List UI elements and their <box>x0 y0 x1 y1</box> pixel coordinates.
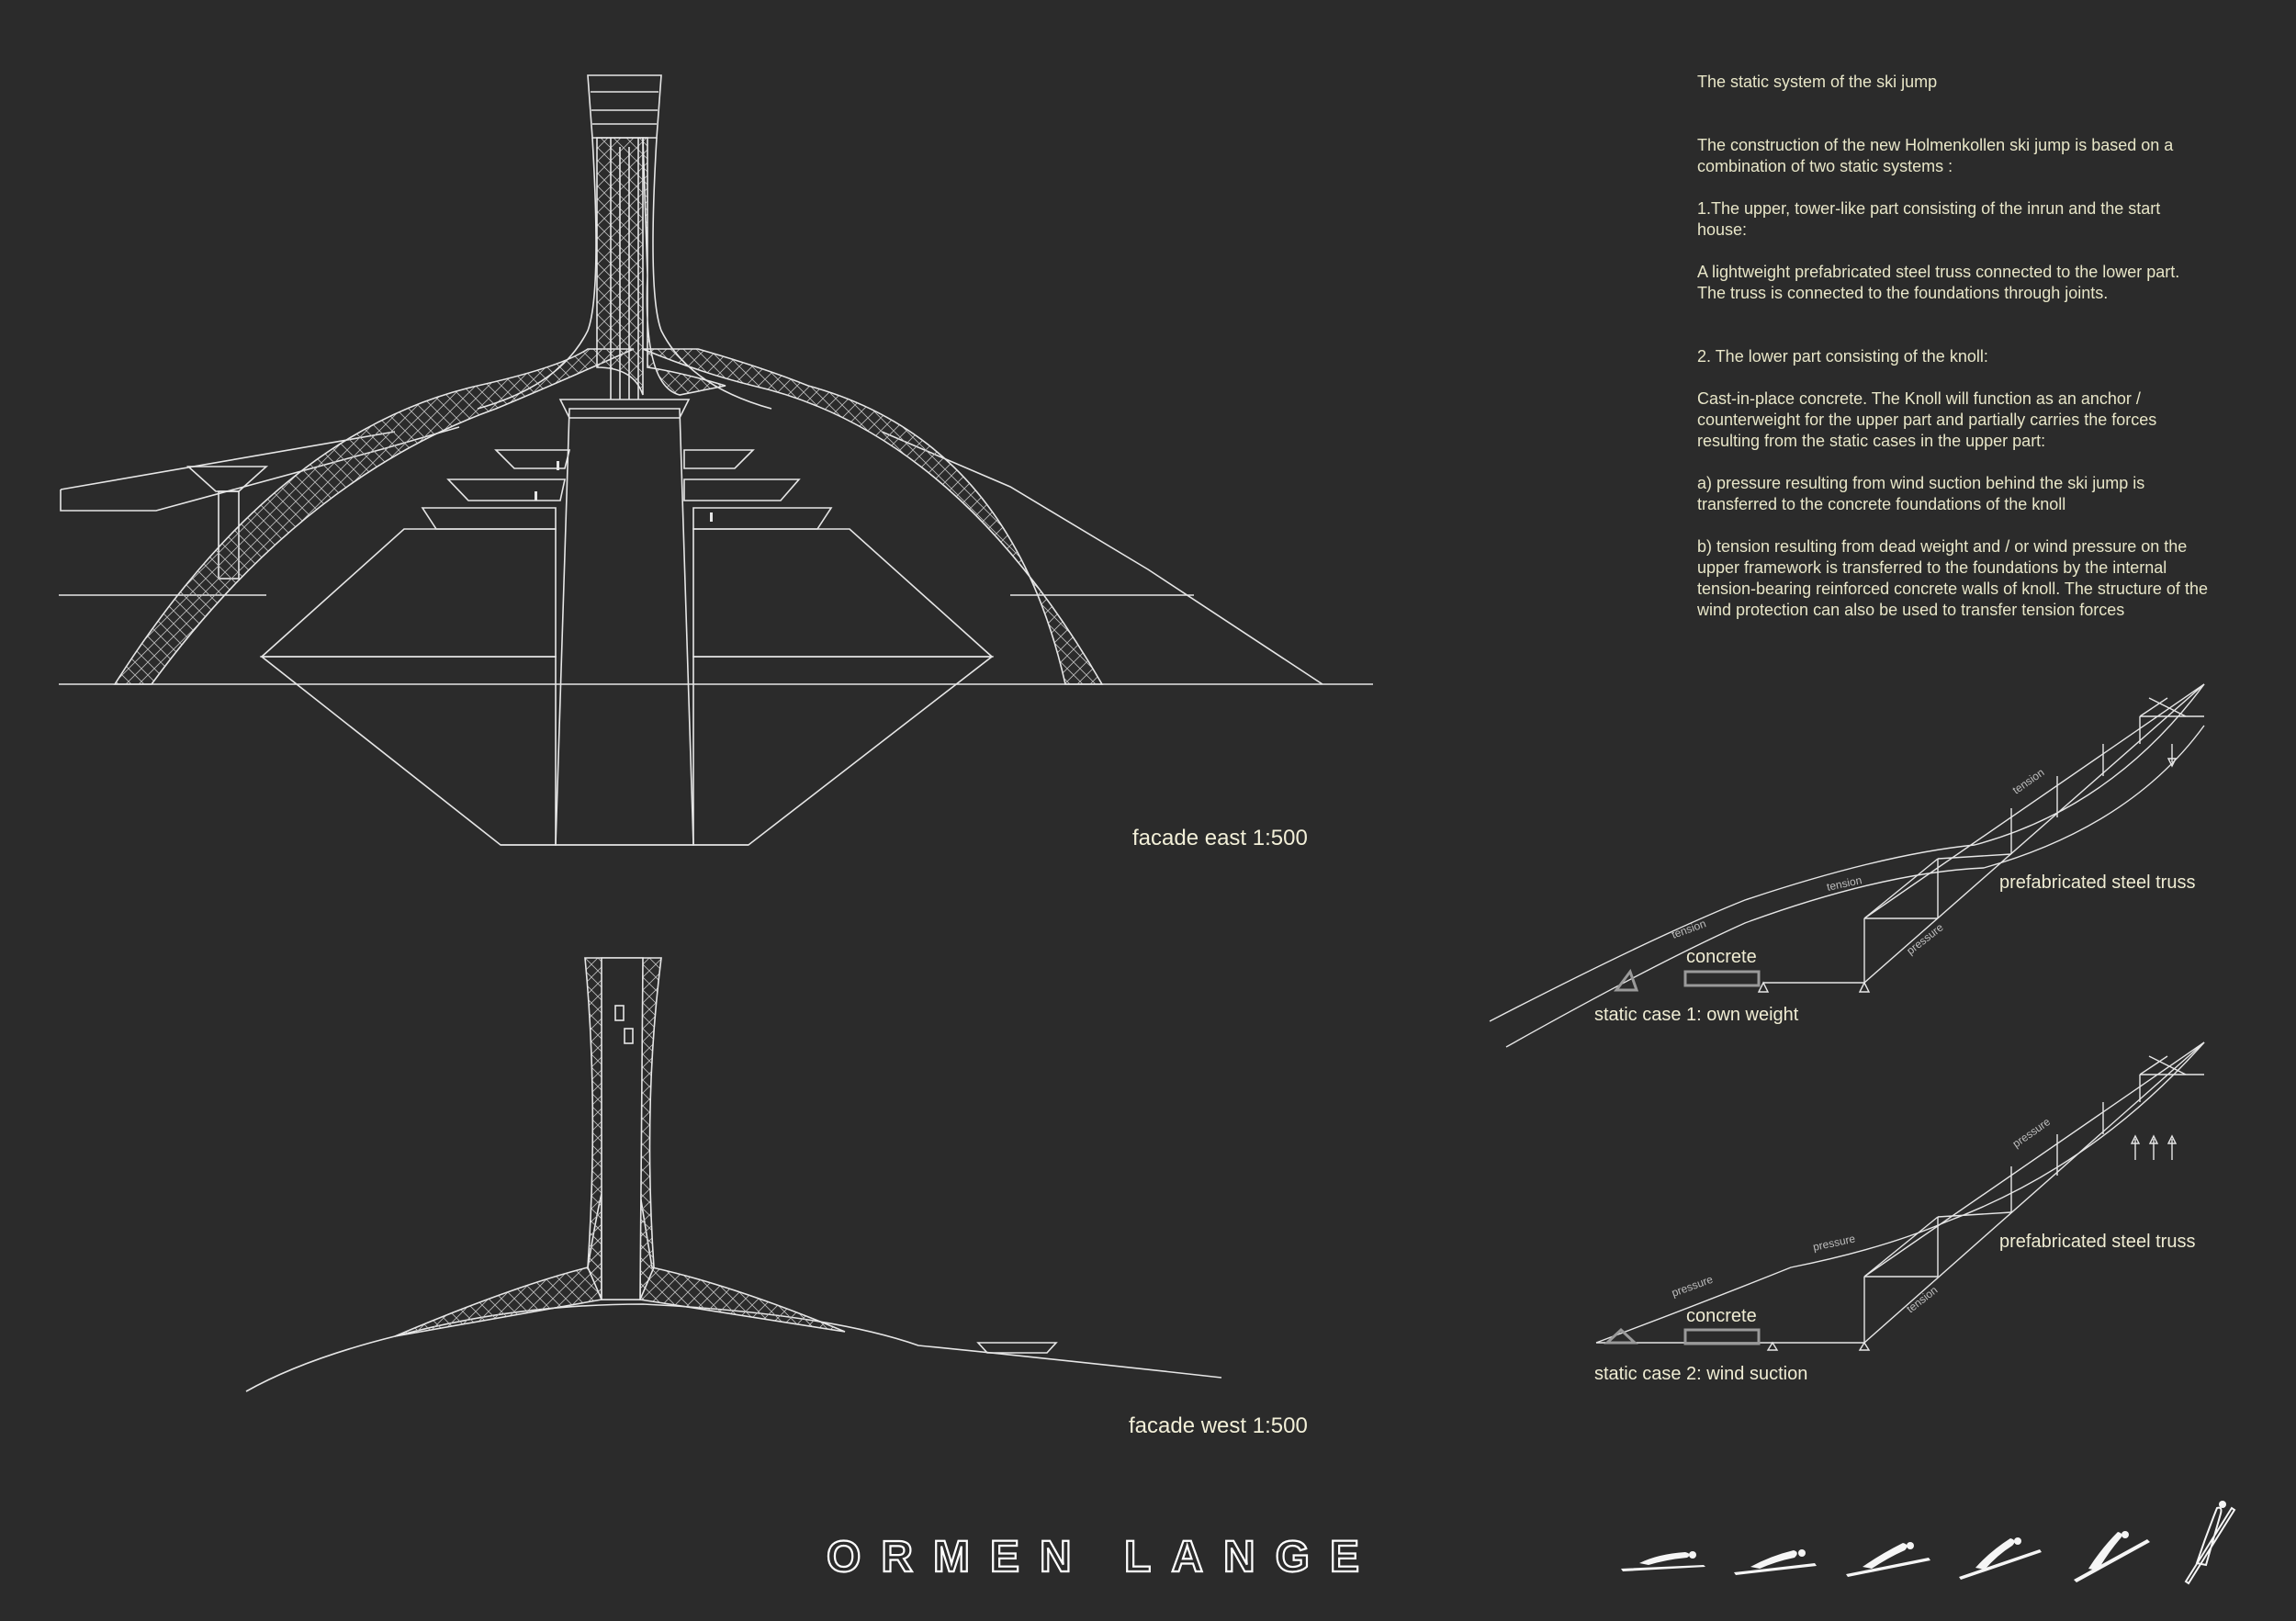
concrete-support <box>1607 1330 1635 1343</box>
text-lower-title: 2. The lower part consisting of the knol… <box>1697 347 1988 366</box>
truss-member <box>2149 698 2186 716</box>
terrace-3r <box>693 508 831 529</box>
facade-east-caption: facade east 1:500 <box>1132 826 1308 850</box>
force-label: pressure <box>1670 1273 1715 1300</box>
tower-left-edge <box>478 138 596 409</box>
truss-member <box>2140 698 2167 716</box>
pin-support <box>1860 983 1869 992</box>
text-point-b: b) tension resulting from dead weight an… <box>1697 537 2208 619</box>
facade-west-drawing <box>246 958 1221 1391</box>
terrace-1r <box>684 450 753 468</box>
facade-east-drawing <box>59 75 1373 845</box>
truss-member <box>1938 1212 2011 1217</box>
lamp-tower <box>188 467 266 491</box>
case2-title: static case 2: wind suction <box>1594 1364 1808 1384</box>
case1-truss-label: prefabricated steel truss <box>1999 872 2196 893</box>
knoll-upper-right <box>693 529 992 657</box>
person-figure <box>557 461 559 470</box>
ski-jumper-icon <box>1846 1542 1930 1577</box>
terrace-2r <box>684 479 799 501</box>
terrace-3 <box>422 508 556 529</box>
tower-core <box>602 958 643 1300</box>
pin-support <box>1759 983 1768 992</box>
jumper-icons <box>1621 1501 2234 1583</box>
truss-chord-lower <box>1763 684 2204 983</box>
concrete-block <box>1683 1328 1761 1345</box>
window <box>614 1005 625 1021</box>
ski-jumper-icon <box>1734 1549 1817 1575</box>
knoll-upper <box>262 529 556 657</box>
inrun-top <box>560 400 689 418</box>
static-case-2-force-labels: pressure pressure pressure tension <box>1670 1115 2053 1315</box>
case1-concrete-label: concrete <box>1686 947 1757 967</box>
static-case-2-diagram <box>1596 1042 2204 1350</box>
inrun-shaft <box>556 409 693 845</box>
static-case-1-diagram <box>1490 684 2204 1047</box>
case2-truss-label: prefabricated steel truss <box>1999 1232 2196 1252</box>
text-upper-title: 1.The upper, tower-like part consisting … <box>1697 199 2161 239</box>
hill-slope-line <box>61 432 395 490</box>
inrun-profile-bottom <box>1506 726 2204 1047</box>
person-figure <box>535 491 537 501</box>
force-label: pressure <box>1904 920 1946 957</box>
force-label: tension <box>1826 873 1863 894</box>
window <box>624 1028 634 1044</box>
force-label: tension <box>1904 1284 1940 1316</box>
pin-support <box>1768 1343 1777 1350</box>
tower-base-lattice-right <box>640 1194 845 1332</box>
ski-jumper-icon <box>2074 1531 2150 1582</box>
terrace-2 <box>448 479 565 501</box>
force-label: pressure <box>1812 1232 1857 1253</box>
truss-chord-upper <box>1864 1042 2204 1277</box>
small-shelter <box>978 1343 1056 1353</box>
inrun-profile-top <box>1596 1042 2204 1343</box>
tower-base-lattice <box>395 1194 602 1336</box>
scale-figures <box>535 461 713 522</box>
start-house <box>588 75 661 138</box>
text-lower-body: Cast-in-place concrete. The Knoll will f… <box>1697 389 2157 450</box>
logo-wordmark: ORMEN LANGE <box>827 1533 1379 1582</box>
terrain-line <box>246 1304 1221 1391</box>
terrace-1 <box>496 450 569 468</box>
force-label: tension <box>2010 766 2047 797</box>
inrun-profile-top <box>1490 684 2204 1021</box>
truss-member <box>2149 1056 2186 1075</box>
person-figure <box>710 512 713 522</box>
ski-jumper-icon <box>1959 1537 2042 1580</box>
text-block: The static system of the ski jump The co… <box>1697 72 2212 621</box>
concrete-block <box>1683 970 1761 987</box>
pin-support <box>1860 1343 1869 1350</box>
force-label: tension <box>1670 917 1707 940</box>
tower-neck-lattice-right <box>643 138 726 395</box>
logo: ORMEN LANGE <box>826 1501 2234 1583</box>
truss-member <box>1864 859 1938 918</box>
truss-member <box>1864 1217 1938 1277</box>
truss-member <box>1938 854 2011 859</box>
tower-right-edge <box>653 138 771 409</box>
down-arrow-icon <box>2168 744 2176 766</box>
static-case-1-force-labels: tension tension tension pressure <box>1670 766 2046 958</box>
ski-jumper-icon <box>2186 1501 2234 1583</box>
text-point-a: a) pressure resulting from wind suction … <box>1697 474 2145 513</box>
text-heading: The static system of the ski jump <box>1697 73 1938 91</box>
text-intro: The construction of the new Holmenkollen… <box>1697 136 2174 175</box>
force-label: pressure <box>2010 1115 2054 1150</box>
case1-title: static case 1: own weight <box>1594 1005 1799 1025</box>
up-arrows-icon <box>2132 1136 2176 1160</box>
text-upper-body: A lightweight prefabricated steel truss … <box>1697 263 2180 302</box>
facade-west-caption: facade west 1:500 <box>1129 1413 1308 1438</box>
truss-chord-upper <box>1864 684 2204 918</box>
truss-verticals <box>1864 698 2204 983</box>
concrete-support <box>1616 972 1637 990</box>
case2-concrete-label: concrete <box>1686 1306 1757 1326</box>
truss-verticals <box>1864 1056 2204 1343</box>
truss-member <box>2140 1056 2167 1075</box>
ski-jumper-icon <box>1621 1551 1705 1571</box>
